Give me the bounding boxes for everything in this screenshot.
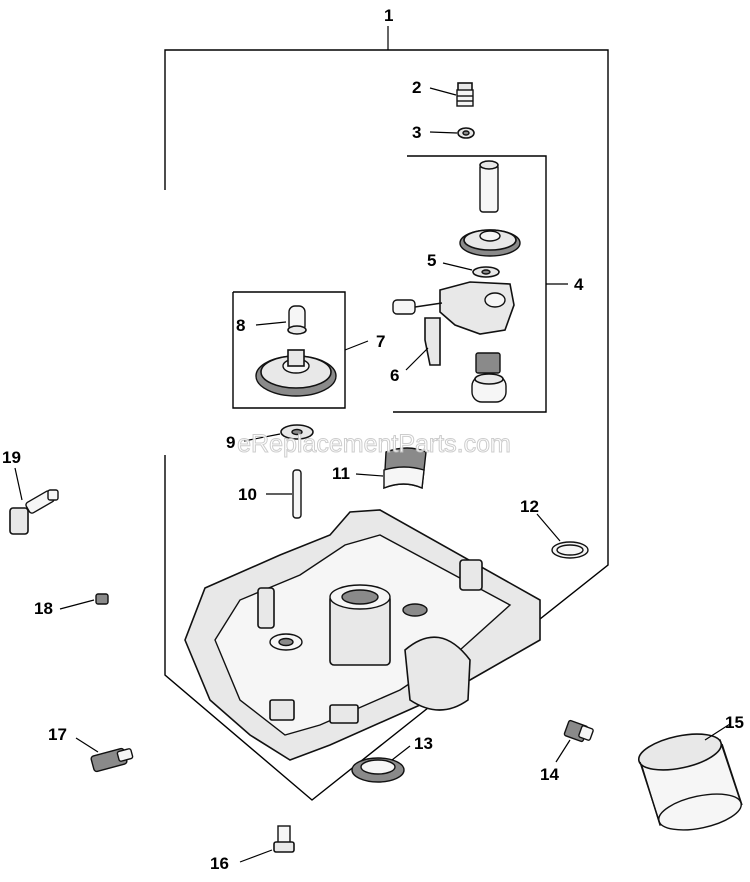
part-4-oil-pump xyxy=(392,160,521,403)
callout-labels: 1 2 3 4 5 6 7 8 9 10 11 12 13 14 15 16 1… xyxy=(2,6,744,873)
callout-12: 12 xyxy=(520,497,539,516)
part-16-bolt xyxy=(239,825,295,863)
part-10-dowel-pin xyxy=(266,469,302,519)
part-12-o-ring xyxy=(536,513,589,559)
assembly-bracket-1 xyxy=(164,26,609,801)
part-13-oil-seal xyxy=(351,745,411,783)
callout-15: 15 xyxy=(725,713,744,732)
callout-18: 18 xyxy=(34,599,53,618)
callout-3: 3 xyxy=(412,123,421,142)
watermark-text: eReplacementParts.com xyxy=(237,430,511,458)
part-9-washer xyxy=(243,424,314,442)
callout-5: 5 xyxy=(427,251,436,270)
part-3-washer xyxy=(429,127,475,139)
callout-9: 9 xyxy=(226,433,235,452)
callout-16: 16 xyxy=(210,854,229,873)
part-19-fitting xyxy=(9,467,59,535)
part-6-relief-valve xyxy=(405,317,441,371)
part-15-oil-filter xyxy=(637,723,743,831)
part-7-governor-gear xyxy=(255,349,337,397)
callout-19: 19 xyxy=(2,448,21,467)
part-5-washer xyxy=(442,262,500,278)
callout-1: 1 xyxy=(384,6,393,25)
callout-7: 7 xyxy=(376,332,385,351)
callout-10: 10 xyxy=(238,485,257,504)
part-11-oil-screen xyxy=(355,447,427,490)
part-17-oil-pressure-switch xyxy=(75,737,134,773)
callout-13: 13 xyxy=(414,734,433,753)
callout-8: 8 xyxy=(236,316,245,335)
callout-17: 17 xyxy=(48,725,67,744)
callout-2: 2 xyxy=(412,78,421,97)
part-2-hex-bolt xyxy=(429,82,474,107)
assembly-bracket-4 xyxy=(393,155,568,413)
callout-14: 14 xyxy=(540,765,559,784)
part-14-drain-plug xyxy=(555,719,594,763)
callout-11: 11 xyxy=(332,464,350,483)
part-18-plug xyxy=(59,593,109,610)
part-8-governor-pin xyxy=(255,305,307,335)
callout-4: 4 xyxy=(574,275,584,294)
callout-6: 6 xyxy=(390,366,399,385)
assembly-bracket-7 xyxy=(232,291,369,409)
closure-plate xyxy=(184,509,541,761)
